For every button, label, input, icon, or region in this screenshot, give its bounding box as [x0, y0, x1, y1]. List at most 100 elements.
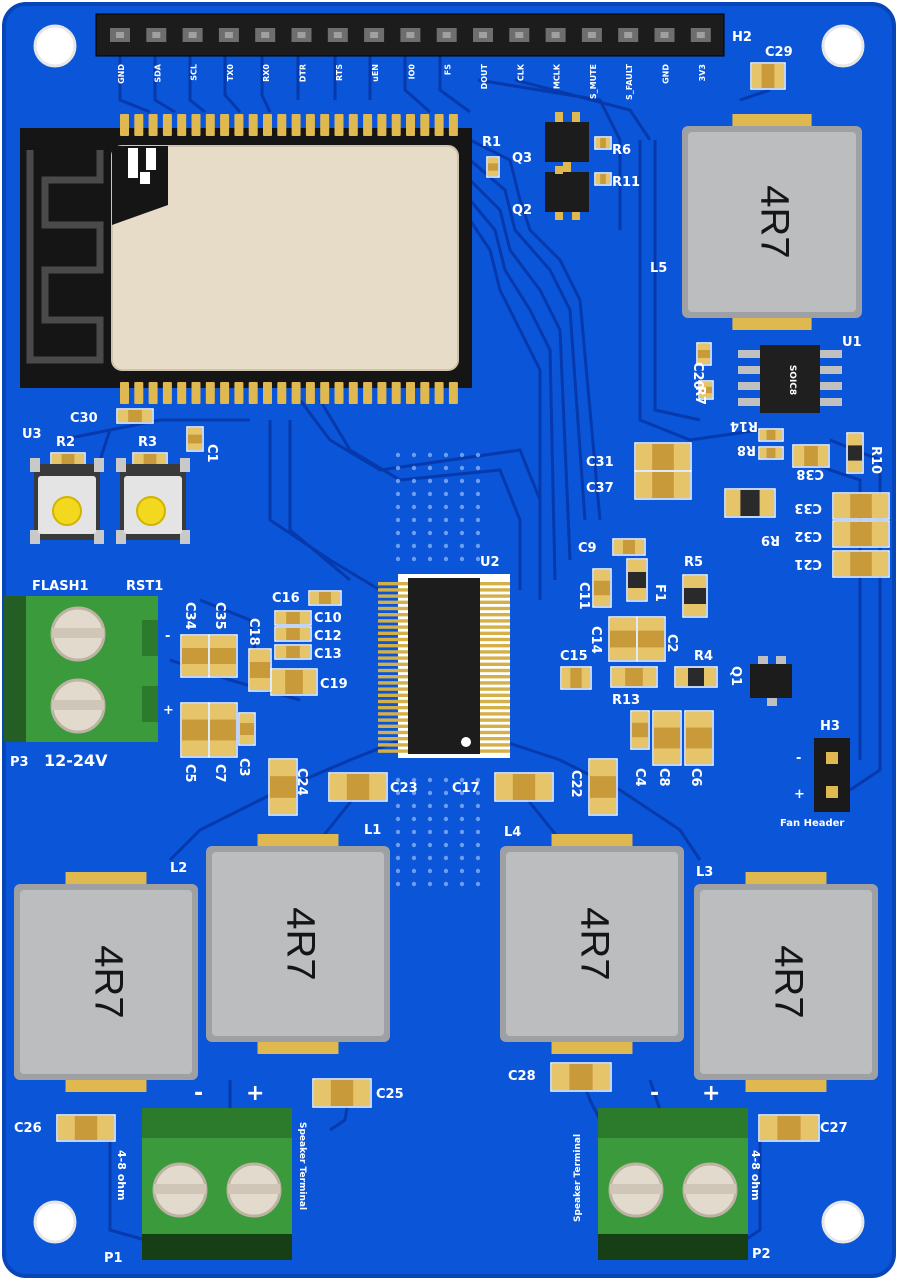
- label-rst1: RST1: [126, 579, 163, 594]
- label-c11: C11: [576, 582, 591, 610]
- button-flash1: [30, 458, 104, 544]
- inductor-value: 4R7: [572, 907, 616, 980]
- smd-part: [550, 1062, 612, 1092]
- label-r1: R1: [482, 135, 501, 150]
- label-c2: C2: [664, 634, 679, 653]
- smd-part: [758, 1114, 820, 1142]
- label-q3: Q3: [512, 151, 532, 166]
- label-r3: R3: [138, 435, 157, 450]
- label-impedance-left: 4-8 ohm: [115, 1150, 128, 1201]
- inductor-l2: 4R7: [14, 872, 198, 1092]
- smd-part: [180, 634, 210, 678]
- label-u2: U2: [480, 555, 500, 570]
- smd-part: [846, 432, 864, 474]
- label-c31: C31: [586, 455, 614, 470]
- label-r6: R6: [612, 143, 631, 158]
- smd-part: [270, 668, 318, 696]
- label-c32: C32: [794, 528, 822, 543]
- label-r2: R2: [56, 435, 75, 450]
- smd-part: [312, 1078, 372, 1108]
- mounting-hole: [821, 1200, 865, 1244]
- inductor-value: 4R7: [752, 185, 796, 258]
- label-p1-minus: -: [194, 1081, 203, 1106]
- smd-part: [594, 172, 612, 186]
- smd-part: [608, 616, 638, 662]
- label-f1: F1: [652, 584, 667, 602]
- smd-part: [626, 558, 648, 602]
- label-p2-plus: +: [702, 1081, 720, 1106]
- transistor-q2: [545, 166, 589, 220]
- header-pin-label: MCLK: [553, 63, 562, 89]
- smd-part: [652, 710, 682, 766]
- label-c12: C12: [314, 629, 342, 644]
- svg-text:SOIC8: SOIC8: [787, 365, 797, 395]
- smd-part: [610, 666, 658, 688]
- inductor-value: 4R7: [278, 907, 322, 980]
- label-p1-plus: +: [246, 1081, 264, 1106]
- header-pin-label: FS: [444, 64, 453, 75]
- label-r10: R10: [868, 446, 883, 474]
- label-p3-voltage: 12-24V: [44, 751, 108, 770]
- label-c15: C15: [560, 649, 588, 664]
- smd-part: [696, 342, 712, 366]
- smd-part: [682, 574, 708, 618]
- smd-part: [698, 380, 714, 400]
- terminal-p3: [4, 596, 158, 742]
- transistor-q3: [545, 112, 589, 172]
- header-pin-label: IO0: [407, 64, 416, 80]
- label-q2: Q2: [512, 203, 532, 218]
- label-c18: C18: [246, 618, 261, 646]
- label-p3: P3: [10, 755, 29, 770]
- label-c35: C35: [212, 602, 227, 630]
- label-r14: R14: [730, 418, 758, 433]
- smd-part: [750, 62, 786, 90]
- label-l5: L5: [650, 261, 667, 276]
- label-c20: C20: [690, 362, 705, 390]
- smd-part: [274, 626, 312, 642]
- label-c25: C25: [376, 1087, 404, 1102]
- label-p3-plus: +: [163, 703, 174, 718]
- inductor-l3: 4R7: [694, 872, 878, 1092]
- label-c9: C9: [578, 541, 597, 556]
- transistor-q1: [750, 656, 792, 706]
- label-speaker-terminal-left: Speaker Terminal: [297, 1122, 307, 1210]
- label-c29: C29: [765, 45, 793, 60]
- label-c6: C6: [688, 768, 703, 787]
- label-r8: R8: [737, 442, 756, 457]
- header-pin-label: GND: [117, 64, 126, 84]
- label-h2: H2: [732, 30, 752, 45]
- smd-part: [116, 408, 154, 424]
- header-pin-label: SCL: [190, 64, 199, 81]
- smd-part: [208, 634, 238, 678]
- smd-part: [758, 428, 784, 442]
- mounting-hole: [33, 24, 77, 68]
- label-c22: C22: [568, 770, 583, 798]
- header-pin-label: RTS: [335, 64, 344, 81]
- label-c33: C33: [794, 500, 822, 515]
- label-l3: L3: [696, 865, 713, 880]
- label-c37: C37: [586, 481, 614, 496]
- esp32-module: [20, 114, 472, 404]
- smd-part: [592, 568, 612, 608]
- label-c10: C10: [314, 611, 342, 626]
- label-r13: R13: [612, 693, 640, 708]
- label-c19: C19: [320, 677, 348, 692]
- label-h3-minus: -: [796, 751, 801, 766]
- smd-part: [494, 772, 554, 802]
- label-l2: L2: [170, 861, 187, 876]
- label-speaker-terminal-right: Speaker Terminal: [573, 1134, 583, 1222]
- label-c13: C13: [314, 647, 342, 662]
- header-pin-label: 3V3: [698, 64, 707, 81]
- label-c38: C38: [796, 466, 824, 481]
- label-flash1: FLASH1: [32, 579, 89, 594]
- label-h3-plus: +: [794, 787, 805, 802]
- smd-part: [328, 772, 388, 802]
- ic-u2: [378, 574, 510, 758]
- smd-part: [308, 590, 342, 606]
- smd-part: [792, 444, 830, 468]
- label-c7: C7: [212, 764, 227, 783]
- smd-part: [832, 520, 890, 548]
- smd-part: [588, 758, 618, 816]
